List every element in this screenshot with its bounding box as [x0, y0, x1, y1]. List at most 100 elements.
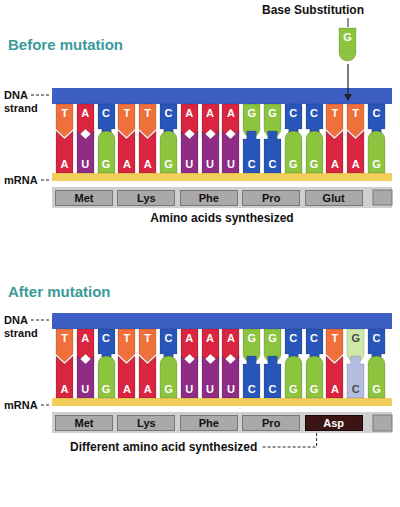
nucleotide-shape [181, 356, 198, 398]
mrna-nucleotide: A [347, 131, 364, 173]
nucleotide-shape [202, 131, 219, 173]
base-letter: C [98, 107, 115, 119]
nucleotide-shape [118, 329, 135, 362]
mrna-nucleotide: G [368, 131, 385, 173]
amino-acid-box: Lys [117, 415, 175, 431]
label-dashes [31, 320, 51, 321]
nucleotide-shape [77, 104, 94, 137]
base-letter: G [339, 31, 356, 43]
base-letter: T [118, 107, 135, 119]
base-letter: G [98, 158, 115, 170]
nucleotide-shape [77, 329, 94, 362]
base-letter: A [326, 158, 343, 170]
mrna-nucleotide: U [222, 356, 239, 398]
nucleotide-shape [285, 356, 302, 398]
nucleotide-shape [368, 356, 385, 398]
nucleotide-shape [264, 131, 281, 173]
dna-nucleotide: T [139, 104, 156, 137]
label-dashes [41, 405, 51, 406]
mrna-nucleotide: G [160, 131, 177, 173]
base-letter: A [222, 332, 239, 344]
base-letter: A [202, 107, 219, 119]
nucleotide-shape [326, 104, 343, 137]
nucleotide-shape [347, 131, 364, 173]
dna-nucleotide: A [202, 104, 219, 137]
base-letter: G [264, 332, 281, 344]
base-letter: U [222, 383, 239, 395]
amino-acid-box: Lys [117, 190, 175, 206]
base-letter: G [160, 383, 177, 395]
base-letter: T [326, 107, 343, 119]
nucleotide-shape [222, 356, 239, 398]
nucleotide-shape [139, 104, 156, 137]
base-letter: A [202, 332, 219, 344]
mrna-nucleotide: U [181, 356, 198, 398]
base-letter: U [202, 383, 219, 395]
amino-acid-name: Lys [137, 192, 156, 204]
mrna-nucleotide: G [306, 356, 323, 398]
section-heading: Before mutation [8, 36, 208, 53]
dna-nucleotide: A [222, 329, 239, 362]
dna-nucleotide: A [202, 329, 219, 362]
mrna-nucleotide: U [181, 131, 198, 173]
dna-nucleotide: T [118, 104, 135, 137]
base-letter: T [56, 332, 73, 344]
base-letter: G [98, 383, 115, 395]
amino-acid-name: Pro [262, 192, 280, 204]
amino-acid-name: Met [75, 192, 94, 204]
amino-acid-box: Phe [180, 415, 238, 431]
callout-label: Different amino acid synthesized [70, 440, 320, 454]
mrna-nucleotide: G [285, 356, 302, 398]
mrna-nucleotide: C [243, 356, 260, 398]
label-dashes [41, 180, 51, 181]
amino-acid-box: Met [55, 190, 113, 206]
mrna-nucleotide: G [98, 131, 115, 173]
nucleotide-shape [181, 329, 198, 362]
mrna-nucleotide: A [118, 356, 135, 398]
base-letter: T [139, 332, 156, 344]
pointer-line [348, 18, 349, 27]
base-letter: U [222, 158, 239, 170]
amino-strip [52, 187, 392, 208]
nucleotide-shape [326, 356, 343, 398]
strand-label: mRNA [4, 174, 44, 187]
base-letter: A [118, 383, 135, 395]
mrna-nucleotide: A [118, 131, 135, 173]
section-heading: After mutation [8, 283, 208, 300]
dna-backbone [52, 88, 392, 104]
base-letter: C [306, 107, 323, 119]
amino-acid-name: Met [75, 417, 94, 429]
mrna-nucleotide: A [326, 131, 343, 173]
nucleotide-shape [181, 104, 198, 137]
dna-nucleotide: T [139, 329, 156, 362]
dna-nucleotide: A [222, 104, 239, 137]
base-letter: A [222, 107, 239, 119]
base-letter: G [368, 383, 385, 395]
nucleotide-shape [264, 356, 281, 398]
base-letter: A [56, 383, 73, 395]
mrna-nucleotide: U [77, 356, 94, 398]
base-letter: A [77, 332, 94, 344]
mrna-nucleotide: A [139, 131, 156, 173]
mrna-nucleotide: G [98, 356, 115, 398]
nucleotide-shape [222, 329, 239, 362]
nucleotide-shape [118, 131, 135, 173]
dna-nucleotide: A [77, 104, 94, 137]
base-letter: C [98, 332, 115, 344]
nucleotide-shape [56, 104, 73, 137]
base-letter: U [181, 383, 198, 395]
nucleotide-shape [98, 131, 115, 173]
nucleotide-shape [98, 356, 115, 398]
mrna-nucleotide: U [202, 131, 219, 173]
base-letter: C [285, 107, 302, 119]
mrna-backbone [52, 173, 392, 181]
amino-acid-box: Met [55, 415, 113, 431]
base-letter: A [139, 383, 156, 395]
base-letter: U [77, 383, 94, 395]
strand-label: DNA strand [4, 314, 44, 340]
base-letter: C [306, 332, 323, 344]
base-letter: T [326, 332, 343, 344]
amino-acid-name: Pro [262, 417, 280, 429]
mrna-nucleotide: A [326, 356, 343, 398]
dna-nucleotide: A [77, 329, 94, 362]
